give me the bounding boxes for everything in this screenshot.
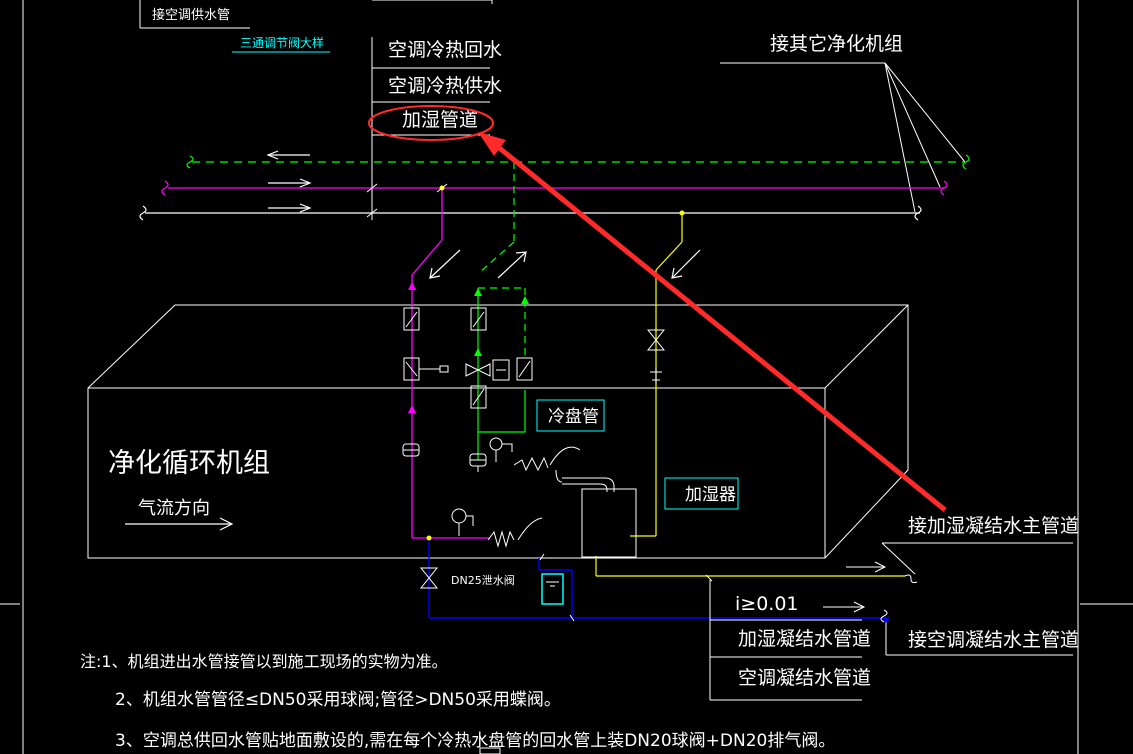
drain-end-dot: [883, 617, 889, 623]
cooling-coil-label: 冷盘管: [548, 407, 599, 427]
humidifier-unit: [555, 469, 637, 558]
flow-arrows: [266, 150, 312, 213]
return-water-label: 空调冷热回水: [388, 39, 502, 61]
other-units-leader: [720, 62, 966, 213]
trap-box: [541, 573, 564, 605]
bottom-components: [451, 508, 543, 548]
pipe-cross-ticks: [366, 183, 448, 218]
note-3: 3、空调总供回水管贴地面敷设的,需在每个冷热水盘管的回水管上装DN20球阀+DN…: [115, 731, 835, 751]
humidifier-box: [664, 477, 739, 510]
coil-components: [465, 307, 533, 472]
cooling-coil-box: [536, 399, 605, 432]
slope-label: i≥0.01: [735, 593, 799, 615]
note-1: 注:1、机组进出水管接管以到施工现场的实物为准。: [80, 652, 448, 671]
coil-pipes: [478, 162, 526, 355]
other-units-label: 接其它净化机组: [770, 33, 903, 55]
humidifier-label: 加湿器: [685, 485, 736, 505]
green-arrowheads: [474, 288, 529, 356]
drain-valve: [419, 567, 439, 589]
pipe-break-symbols: [139, 154, 970, 221]
trap-symbol: [546, 581, 559, 587]
red-pointer-arrow: [478, 132, 947, 512]
junction-dot: [426, 535, 432, 541]
yellow-valves: [646, 329, 666, 384]
airflow-label: 气流方向: [138, 498, 210, 519]
humid-main-label: 接加湿凝结水主管道: [908, 515, 1079, 537]
ac-cond-label: 空调凝结水管道: [738, 667, 871, 689]
unit-box: [87, 304, 909, 559]
coil-connector-curve: [549, 446, 581, 466]
ac-main-label: 接空调凝结水主管道: [908, 629, 1079, 651]
highlight-ellipse: [368, 105, 494, 141]
humidifier-water-pipe: [595, 210, 905, 577]
cursor-mark: [479, 747, 501, 754]
unit-name-label: 净化循环机组: [108, 448, 270, 479]
dn25-label: DN25泄水阀: [451, 573, 515, 587]
pipe-ticks: [539, 553, 713, 622]
humid-cond-label: 加湿凝结水管道: [738, 628, 871, 650]
main-pipes: [145, 161, 965, 214]
branch-arrows: [429, 249, 701, 279]
right-leaders: [709, 542, 1073, 701]
supply-water-label: 空调冷热供水: [388, 75, 502, 97]
airflow-arrow: [125, 517, 234, 531]
top-box-label: 接空调供水管: [152, 7, 230, 23]
magenta-components: [402, 307, 449, 457]
coil-spring-symbol: [513, 456, 549, 472]
humidify-pipe-label: 加湿管道: [402, 109, 478, 131]
valve-detail-label: 三通调节阀大样: [240, 35, 324, 50]
coil-pipe-solid: [477, 288, 526, 460]
note-2: 2、机组水管管径≤DN50采用球阀;管径>DN50采用蝶阀。: [115, 690, 561, 710]
